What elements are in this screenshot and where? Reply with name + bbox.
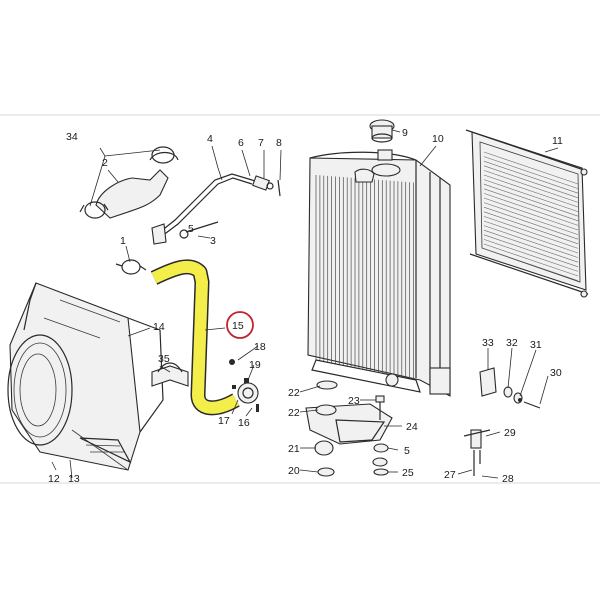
- label-10: 10: [432, 133, 444, 145]
- screen-mesh-line: [483, 151, 579, 185]
- screen-mesh-line: [483, 165, 579, 199]
- label-14: 14: [153, 321, 165, 333]
- label-9: 9: [402, 127, 408, 139]
- label-3: 3: [210, 235, 216, 247]
- screw-18-19: [229, 359, 249, 383]
- label-25: 25: [402, 467, 414, 479]
- label-2: 2: [102, 157, 108, 169]
- fan-shroud: [7, 282, 164, 471]
- screen-mesh-line: [483, 156, 579, 189]
- label-16: 16: [238, 417, 250, 429]
- screen-mesh-line: [483, 188, 579, 222]
- label-22b: 22: [288, 407, 300, 419]
- label-28: 28: [502, 473, 514, 485]
- highlight-circle: [226, 311, 254, 339]
- screen-mesh-line: [483, 193, 579, 226]
- label-19: 19: [249, 359, 261, 371]
- reference-numbers: 34 2 1 4 6 7 8 3 5 9 10 11 14 35 18 19 1…: [48, 127, 563, 485]
- upper-hose-assembly: [79, 146, 179, 219]
- leader-lines: [51, 129, 559, 479]
- label-34: 34: [66, 131, 78, 143]
- bypass-pipe: [151, 173, 281, 245]
- drain-tap-29: [463, 429, 491, 476]
- label-24: 24: [406, 421, 418, 433]
- side-bracket: [479, 367, 541, 409]
- label-23: 23: [348, 395, 360, 407]
- label-15: 15: [232, 320, 244, 332]
- screen-mesh-line: [483, 216, 579, 249]
- label-17: 17: [218, 415, 230, 427]
- screen-mesh-line: [483, 202, 579, 235]
- screen-mesh-line: [483, 220, 579, 254]
- screen-mesh-line: [483, 211, 579, 245]
- screen-mesh-line: [483, 179, 579, 212]
- screen-mesh-line: [483, 206, 579, 240]
- label-1: 1: [120, 235, 126, 247]
- label-33: 33: [482, 337, 494, 349]
- label-31: 31: [530, 339, 542, 351]
- label-6: 6: [238, 137, 244, 149]
- screen-mesh-line: [483, 170, 579, 203]
- radiator-core: [307, 149, 451, 397]
- label-7: 7: [258, 137, 264, 149]
- label-27: 27: [444, 469, 456, 481]
- label-21: 21: [288, 443, 300, 455]
- screen-mesh-line: [483, 160, 579, 194]
- label-29: 29: [504, 427, 516, 439]
- radiator-cap-9: [369, 119, 395, 143]
- label-8: 8: [276, 137, 282, 149]
- label-5b: 5: [404, 445, 410, 457]
- label-22: 22: [288, 387, 300, 399]
- screen-mesh-line: [483, 239, 579, 272]
- label-35: 35: [158, 353, 170, 365]
- label-11: 11: [552, 135, 563, 147]
- label-13: 13: [68, 473, 80, 485]
- screen-mesh-line: [483, 229, 579, 263]
- screen-mesh-line: [483, 174, 579, 208]
- highlight-callout-15: 15: [226, 311, 254, 339]
- screen-mesh-line: [483, 183, 579, 217]
- bolt-3: [179, 221, 219, 239]
- bracket-35: [151, 362, 189, 387]
- label-18: 18: [254, 341, 266, 353]
- label-30: 30: [550, 367, 562, 379]
- label-4: 4: [207, 133, 213, 145]
- mount-bracket: [305, 380, 393, 477]
- screen-mesh-line: [483, 243, 579, 277]
- screen-mesh-line: [483, 225, 579, 258]
- radiator-screen-11: [465, 129, 589, 298]
- screen-mesh-line: [483, 197, 579, 231]
- screen-mesh-line: [483, 234, 579, 268]
- lower-hose-15: [115, 259, 259, 416]
- label-5: 5: [188, 223, 194, 235]
- screen-mesh-line: [483, 248, 579, 281]
- label-12: 12: [48, 473, 60, 485]
- label-32: 32: [506, 337, 518, 349]
- label-20: 20: [288, 465, 300, 477]
